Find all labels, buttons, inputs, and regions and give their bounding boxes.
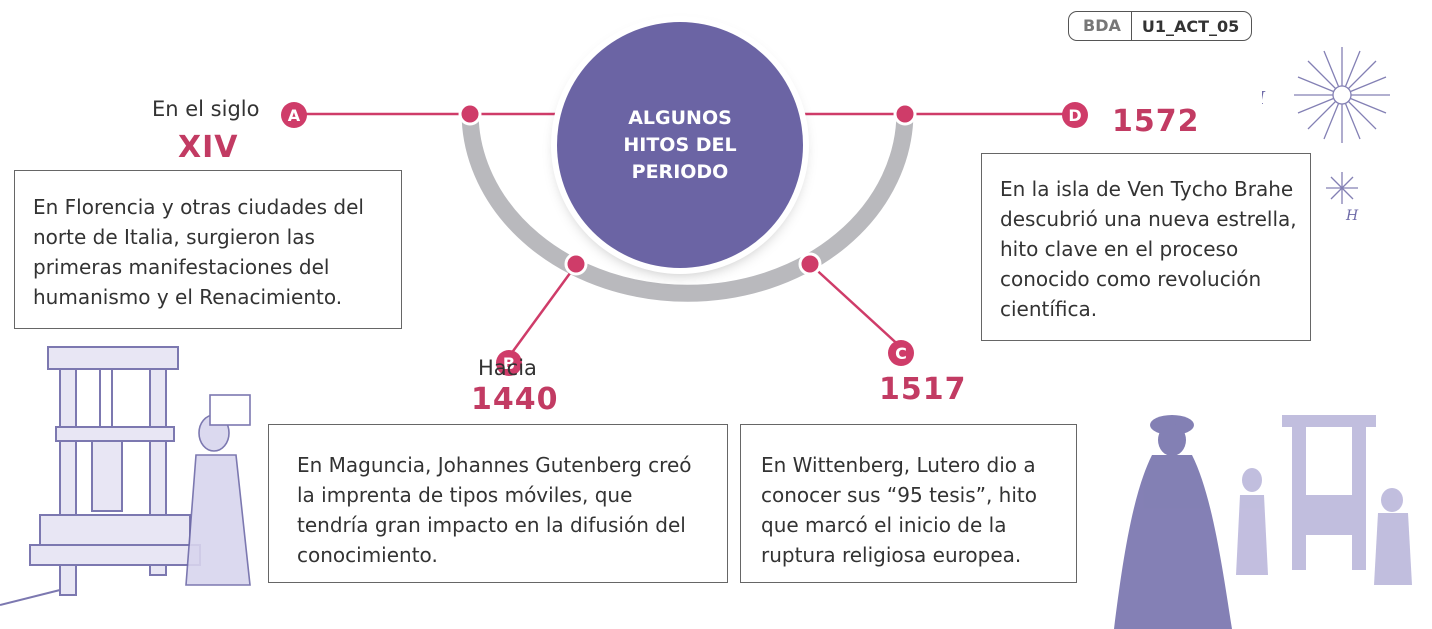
connector-b: [506, 264, 578, 359]
milestone-b-lead: Hacia: [478, 356, 537, 380]
printing-press-illustration: [0, 346, 251, 606]
milestone-d-description: En la isla de Ven Tycho Brahe descubrió …: [981, 153, 1311, 341]
milestone-c-year: 1517: [879, 372, 967, 407]
illustration-letter-i: I: [1262, 88, 1266, 109]
center-circle: ALGUNOS HITOS DEL PERIODO: [557, 22, 803, 268]
dot-b: [564, 252, 588, 276]
dot-d: [893, 102, 917, 126]
reference-tag: BDA U1_ACT_05: [1068, 11, 1253, 41]
milestone-d-year: 1572: [1112, 104, 1200, 139]
milestone-b-description: En Maguncia, Johannes Gutenberg creó la …: [268, 424, 728, 583]
milestone-b-marker: B: [496, 350, 522, 376]
star-chart-illustration: I H: [1262, 47, 1390, 224]
dot-a: [458, 102, 482, 126]
reference-label: BDA: [1069, 12, 1132, 40]
milestone-a-marker: A: [281, 102, 307, 128]
center-title: ALGUNOS HITOS DEL PERIODO: [623, 106, 737, 183]
milestone-a-description: En Florencia y otras ciudades del norte …: [14, 170, 402, 329]
illustration-letter-h: H: [1345, 208, 1359, 224]
dot-c: [798, 252, 822, 276]
milestone-b-year: 1440: [471, 382, 559, 417]
milestone-c-description: En Wittenberg, Lutero dio a conocer sus …: [740, 424, 1077, 583]
timeline-dots: [458, 102, 917, 276]
connector-c: [809, 263, 905, 351]
milestone-d-marker: D: [1062, 102, 1088, 128]
reference-code: U1_ACT_05: [1141, 16, 1240, 36]
milestone-c-marker: C: [888, 340, 914, 366]
milestone-a-lead: En el siglo: [152, 97, 260, 121]
printers-workshop-illustration: [1114, 415, 1412, 629]
timeline-arc: [461, 111, 914, 302]
milestone-a-year: XIV: [178, 130, 239, 165]
